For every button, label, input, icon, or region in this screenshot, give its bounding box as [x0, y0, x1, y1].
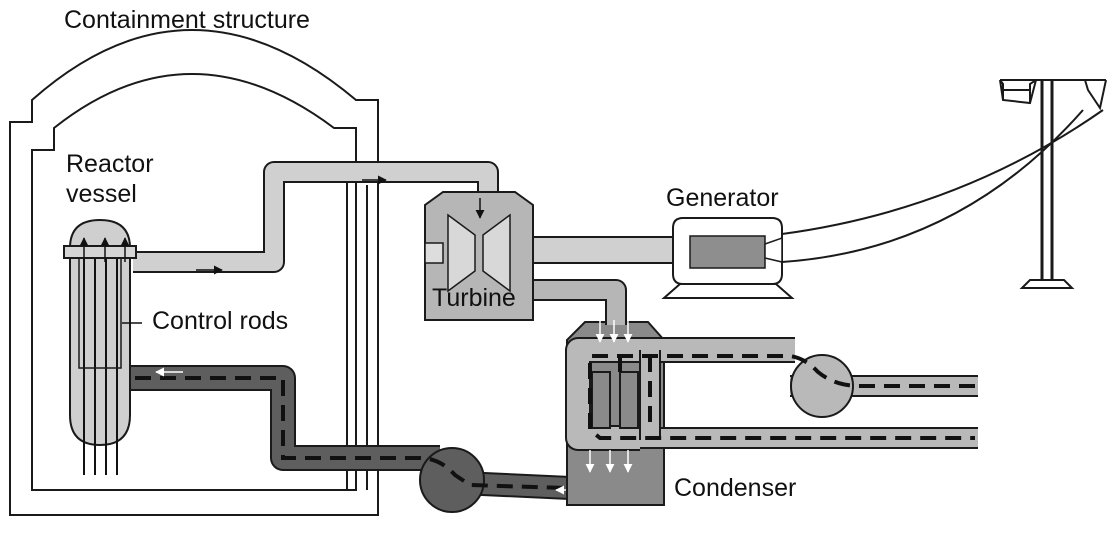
cooling-water-flow-dashes — [588, 354, 975, 440]
containment-structure-label: Containment structure — [64, 6, 310, 34]
reactor-vessel-label-line2: vessel — [66, 180, 137, 208]
power-line-lower — [781, 109, 1084, 263]
steam-pipe-fill — [133, 163, 497, 271]
cooling-water-pump — [790, 354, 854, 418]
reactor-dome — [68, 218, 132, 249]
transmission-tower-base — [1019, 279, 1075, 289]
generator-label: Generator — [666, 184, 779, 212]
containment-structure — [9, 29, 379, 516]
reactor-up-arrows — [79, 237, 130, 262]
condenser-tube-bank — [591, 371, 611, 429]
condenser-steam-arrows — [595, 320, 633, 343]
condensate-arrows — [585, 450, 633, 473]
turbine-blade-right — [482, 213, 511, 293]
reactor-vessel-label-line1: Reactor — [66, 150, 154, 178]
turbine-exhaust-pipe-fill — [520, 281, 625, 325]
transmission-tower — [999, 79, 1107, 111]
turbine-blade-left — [447, 213, 476, 293]
control-rods — [83, 258, 118, 445]
turbine-shaft — [532, 236, 674, 264]
coolant-flow-dashes — [135, 376, 566, 490]
turbine-hub — [424, 242, 444, 264]
control-rods-guide — [78, 257, 122, 369]
condenser-tube-bank — [619, 371, 639, 429]
condenser-label: Condenser — [674, 474, 797, 502]
generator-base — [661, 283, 795, 299]
turbine-label: Turbine — [432, 284, 516, 312]
power-line-upper — [781, 109, 1104, 235]
coolant-pump — [419, 447, 485, 513]
control-rod-extensions — [83, 440, 118, 475]
generator-core — [689, 235, 766, 269]
control-rods-label: Control rods — [152, 307, 289, 335]
